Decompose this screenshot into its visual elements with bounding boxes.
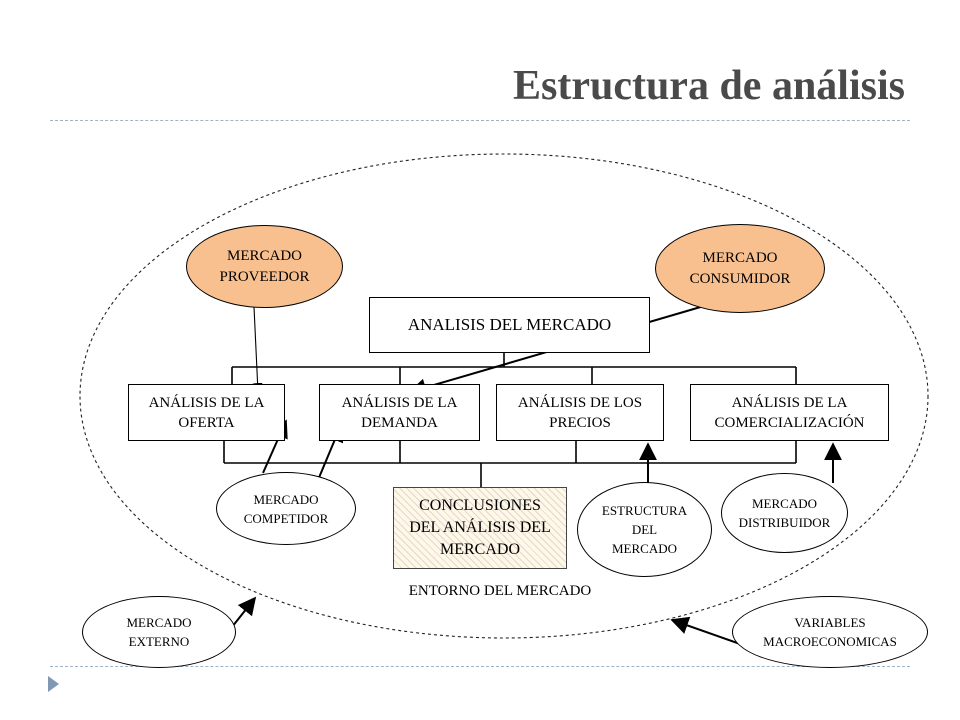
entorno-ellipse: [79, 153, 929, 639]
mercado-distribuidor-label: MERCADO DISTRIBUIDOR: [738, 496, 831, 530]
analisis-demanda-label: ANÁLISIS DE LA DEMANDA: [341, 394, 458, 431]
mercado-distribuidor-oval: MERCADO DISTRIBUIDOR: [721, 473, 848, 553]
mercado-competidor-label: MERCADO COMPETIDOR: [243, 491, 329, 526]
mercado-consumidor-label: MERCADO CONSUMIDOR: [689, 249, 791, 287]
slide-title: Estructura de análisis: [512, 63, 905, 109]
estructura-mercado-oval: ESTRUCTURA DEL MERCADO: [577, 482, 712, 577]
mercado-externo-oval: MERCADO EXTERNO: [82, 596, 236, 668]
analisis-comercializacion-label: ANÁLISIS DE LA COMERCIALIZACIÓN: [714, 394, 865, 431]
analisis-mercado-box: ANALISIS DEL MERCADO: [369, 297, 650, 353]
analisis-precios-label: ANÁLISIS DE LOS PRECIOS: [517, 394, 643, 431]
variables-macroeconomicas-oval: VARIABLES MACROECONOMICAS: [732, 596, 928, 668]
mercado-externo-label: MERCADO EXTERNO: [126, 615, 192, 649]
conclusiones-box: CONCLUSIONES DEL ANÁLISIS DEL MERCADO: [393, 487, 567, 569]
analisis-comercializacion-box: ANÁLISIS DE LA COMERCIALIZACIÓN: [690, 384, 889, 441]
slide-marker-icon: [48, 676, 59, 692]
mercado-competidor-oval: MERCADO COMPETIDOR: [216, 472, 356, 545]
title-divider: [50, 120, 910, 121]
conclusiones-label: CONCLUSIONES DEL ANÁLISIS DEL MERCADO: [409, 497, 551, 558]
analisis-oferta-box: ANÁLISIS DE LA OFERTA: [128, 384, 285, 441]
analisis-demanda-box: ANÁLISIS DE LA DEMANDA: [319, 384, 480, 441]
bottom-bracket: [223, 441, 797, 487]
mercado-consumidor-oval: MERCADO CONSUMIDOR: [655, 224, 825, 313]
arrow-variables-entorno: [670, 616, 744, 646]
variables-macroeconomicas-label: VARIABLES MACROECONOMICAS: [763, 615, 897, 649]
mercado-proveedor-label: MERCADO PROVEEDOR: [219, 247, 310, 285]
analisis-mercado-label: ANALISIS DEL MERCADO: [407, 315, 612, 334]
top-bracket: [231, 353, 797, 384]
mercado-proveedor-oval: MERCADO PROVEEDOR: [186, 225, 343, 308]
arrow-proveedor-oferta: [252, 306, 263, 393]
arrow-externo-entorno: [231, 596, 257, 628]
analisis-precios-box: ANÁLISIS DE LOS PRECIOS: [496, 384, 664, 441]
footer-divider: [50, 666, 910, 667]
analisis-oferta-label: ANÁLISIS DE LA OFERTA: [148, 394, 265, 431]
entorno-mercado-label: ENTORNO DEL MERCADO: [408, 583, 592, 599]
estructura-mercado-label: ESTRUCTURA DEL MERCADO: [601, 503, 688, 556]
